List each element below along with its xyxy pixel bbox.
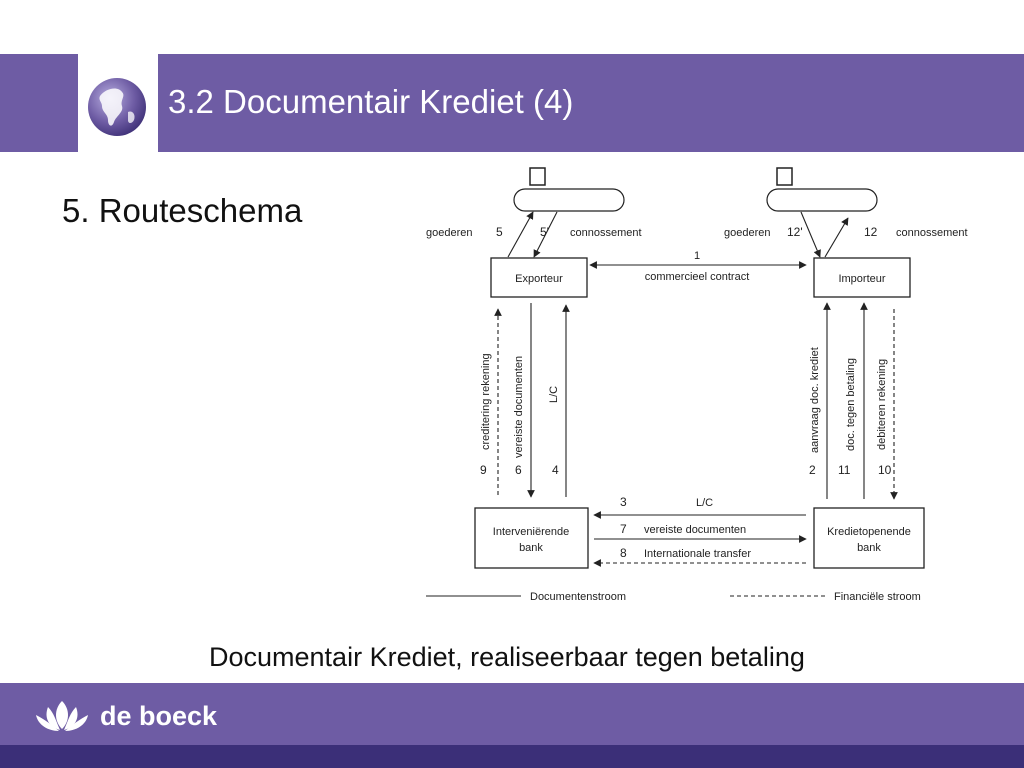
label-debiteren: debiteren rekening xyxy=(876,359,888,450)
route-diagram: goederen 5 5' connossement goederen 12' … xyxy=(426,167,968,603)
label-lc-bottom: L/C xyxy=(696,497,713,509)
node-bank-right-line1: Kredietopenende xyxy=(827,526,911,538)
node-importeur xyxy=(813,257,911,298)
label-5: 5 xyxy=(496,225,503,239)
label-4: 4 xyxy=(552,463,559,477)
slide-footer xyxy=(0,683,1024,745)
diagram-caption: Documentair Krediet, realiseerbaar tegen… xyxy=(209,642,805,672)
arrow-connossement-12 xyxy=(824,217,849,258)
slide-title: 3.2 Documentair Krediet (4) xyxy=(168,83,574,120)
arrow-goederen-12p xyxy=(800,211,821,258)
node-bank-right-line2: bank xyxy=(857,542,881,554)
node-interverierende-bank xyxy=(474,507,589,569)
label-5p: 5' xyxy=(540,225,549,239)
arrow-connossement-5p xyxy=(533,211,558,258)
ship-left-box xyxy=(529,167,546,186)
node-kredietopenende-bank xyxy=(813,507,925,569)
brand-name: de boeck xyxy=(100,701,218,731)
label-vereiste-bottom: vereiste documenten xyxy=(644,524,746,536)
label-12: 12 xyxy=(864,225,878,239)
label-10: 10 xyxy=(878,463,892,477)
label-12p: 12' xyxy=(787,225,803,239)
lotus-icon xyxy=(36,701,88,731)
label-goederen-left: goederen xyxy=(426,227,473,239)
legend-financieel: Financiële stroom xyxy=(834,591,921,603)
ship-right-box xyxy=(776,167,793,186)
label-creditering: creditering rekening xyxy=(480,353,492,450)
section-heading: 5. Routeschema xyxy=(62,192,303,229)
globe-icon xyxy=(88,78,146,136)
label-aanvraag: aanvraag doc. krediet xyxy=(809,347,821,453)
node-bank-left-line2: bank xyxy=(519,542,543,554)
label-9: 9 xyxy=(480,463,487,477)
label-7: 7 xyxy=(620,522,627,536)
slide-header xyxy=(0,54,1024,152)
label-contract: commercieel contract xyxy=(645,271,750,283)
legend-documenten: Documentenstroom xyxy=(530,591,626,603)
label-lc-left: L/C xyxy=(548,386,560,403)
label-6: 6 xyxy=(515,463,522,477)
label-vereiste-left: vereiste documenten xyxy=(513,356,525,458)
label-doc-betaling: doc. tegen betaling xyxy=(845,358,857,451)
label-3: 3 xyxy=(620,495,627,509)
ship-left-hull xyxy=(513,188,625,212)
label-connossement-right: connossement xyxy=(896,227,968,239)
footer-band xyxy=(0,745,1024,768)
ship-right-hull xyxy=(766,188,878,212)
label-connossement-left: connossement xyxy=(570,227,642,239)
label-contract-number: 1 xyxy=(694,250,700,262)
label-11: 11 xyxy=(838,463,851,477)
label-2: 2 xyxy=(809,463,816,477)
label-8: 8 xyxy=(620,546,627,560)
label-transfer: Internationale transfer xyxy=(644,548,751,560)
label-goederen-right: goederen xyxy=(724,227,771,239)
node-exporteur xyxy=(490,257,588,298)
node-importeur-label: Importeur xyxy=(838,273,885,285)
arrow-goederen-5 xyxy=(507,211,534,258)
node-bank-left-line1: Interveniërende xyxy=(493,526,569,538)
node-exporteur-label: Exporteur xyxy=(515,273,563,285)
